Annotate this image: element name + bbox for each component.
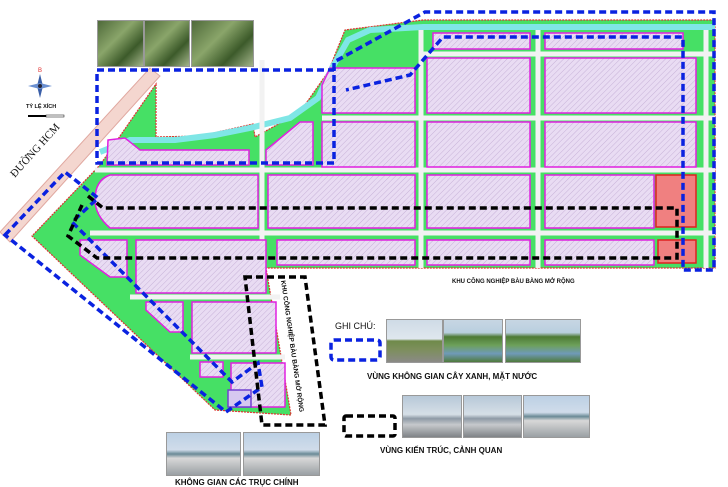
compass-icon: B xyxy=(28,68,52,98)
photo-axis-1 xyxy=(166,432,241,476)
industrial-blocks xyxy=(79,32,697,408)
legend-black-dashed-symbol xyxy=(342,414,397,438)
photo-axis-2 xyxy=(243,432,320,476)
legend-label-architecture: VÙNG KIẾN TRÚC, CẢNH QUAN xyxy=(380,446,503,455)
photo-stream-2 xyxy=(144,20,190,67)
legend-blue-dashed-symbol xyxy=(329,338,382,362)
architecture-zone-outlines xyxy=(65,194,679,427)
photo-architecture-2 xyxy=(463,395,522,438)
legend-title: GHI CHÚ: xyxy=(335,321,376,331)
legend-label-green-space: VÙNG KHÔNG GIAN CÂY XANH, MẶT NƯỚC xyxy=(367,372,538,381)
photo-stream-3 xyxy=(191,20,254,67)
scale-label: TỶ LỆ XÍCH xyxy=(26,104,57,110)
admin-blocks xyxy=(655,174,697,264)
photo-architecture-1 xyxy=(402,395,462,438)
svg-text:B: B xyxy=(38,68,42,74)
industrial-zone-label: KHU CÔNG NGHIỆP BÀU BÀNG MỞ RỘNG xyxy=(452,279,575,285)
green-zone-outlines xyxy=(2,10,716,415)
scale-bar xyxy=(28,114,65,118)
special-block xyxy=(227,389,252,408)
photo-architecture-3 xyxy=(523,395,590,438)
photo-green-1 xyxy=(386,319,443,363)
photo-green-3 xyxy=(505,319,581,363)
photo-green-2 xyxy=(443,319,503,363)
river xyxy=(98,24,715,155)
main-axes-caption: KHÔNG GIAN CÁC TRỤC CHÍNH xyxy=(175,478,299,487)
roads xyxy=(90,30,715,360)
photo-stream-1 xyxy=(97,20,144,67)
